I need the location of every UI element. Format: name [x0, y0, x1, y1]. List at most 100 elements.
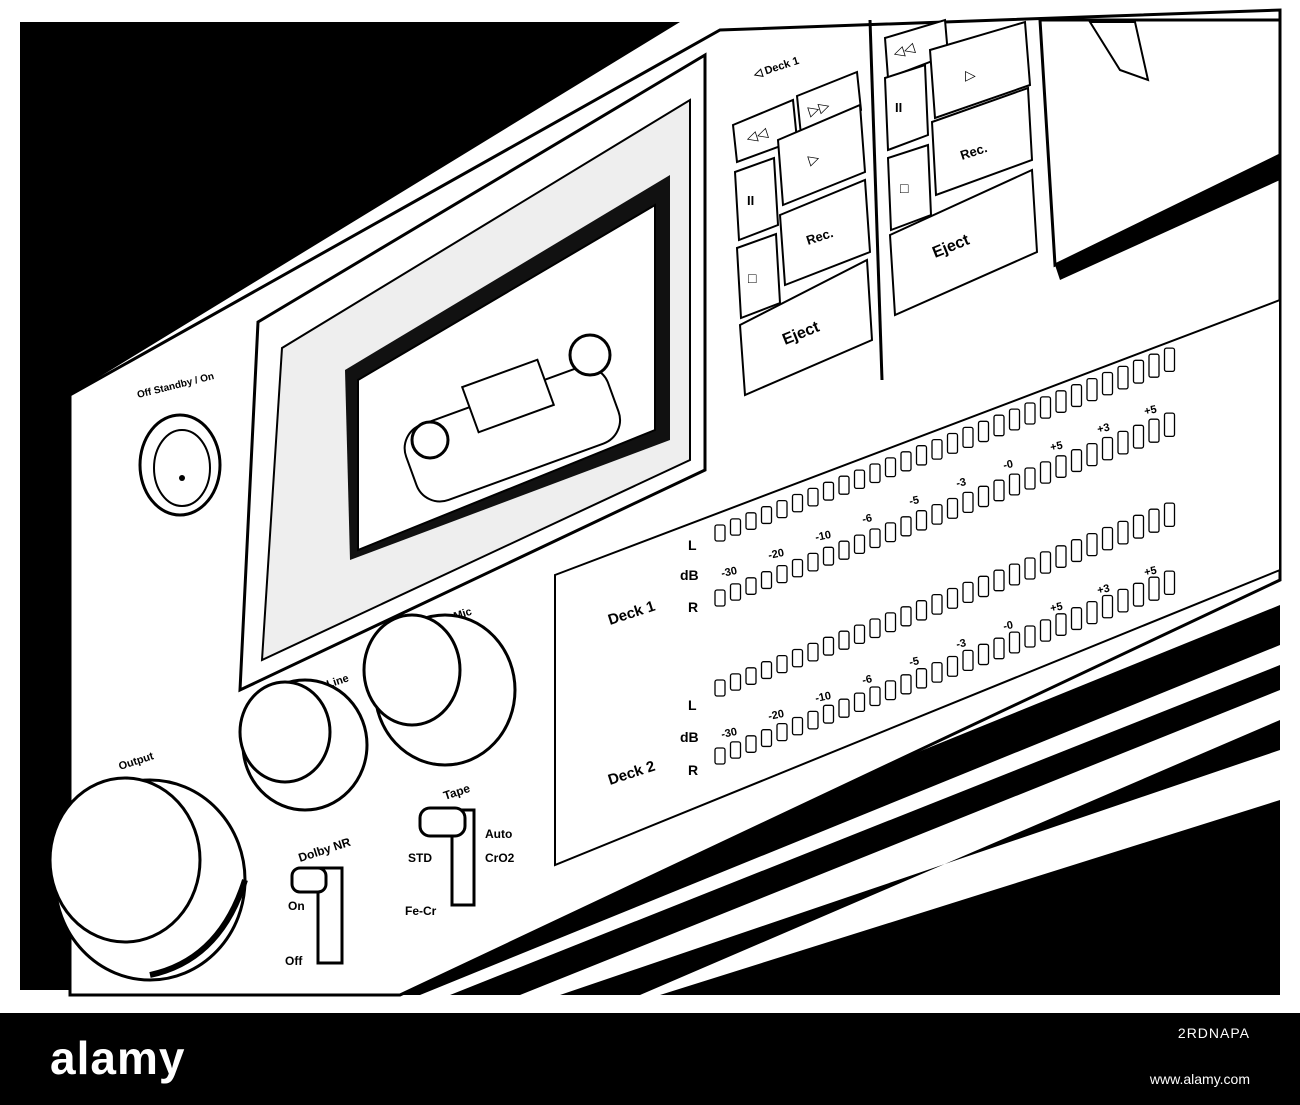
- stop-button[interactable]: □: [735, 232, 782, 320]
- fast-forward-button[interactable]: ▷▷: [795, 70, 863, 137]
- led-segment: [977, 485, 990, 508]
- led-segment: [838, 475, 850, 495]
- tape-fecr-label: Fe-Cr: [405, 904, 437, 918]
- led-segment: [1117, 520, 1129, 545]
- led-segment: [1163, 502, 1176, 528]
- led-segment: [1024, 467, 1036, 490]
- tape-std-label: STD: [408, 851, 432, 865]
- led-segment: [869, 618, 881, 639]
- rewind-button[interactable]: ◁◁: [731, 98, 799, 164]
- led-segment: [869, 463, 881, 484]
- led-segment: [946, 655, 959, 677]
- led-segment: [1070, 539, 1083, 563]
- record-button[interactable]: Rec.: [778, 178, 872, 287]
- eject-button[interactable]: Eject: [738, 258, 874, 397]
- led-segment: [977, 643, 990, 666]
- dolby-switch[interactable]: [290, 866, 344, 965]
- tape-switch[interactable]: [418, 806, 476, 907]
- led-segment: [791, 716, 804, 736]
- db-scale-tick: -30: [720, 565, 738, 580]
- led-segment: [1039, 551, 1052, 574]
- deck2-eject-button[interactable]: Eject: [888, 168, 1039, 317]
- deck2-record-button[interactable]: Rec.: [930, 86, 1034, 197]
- led-segment: [1039, 396, 1052, 419]
- power-button[interactable]: [138, 413, 222, 517]
- led-segment: [838, 698, 850, 718]
- dolby-on-label: On: [288, 899, 305, 913]
- led-segment: [915, 510, 928, 531]
- led-segment: [977, 420, 990, 443]
- led-segment: [993, 414, 1005, 437]
- deck2-db-scale: -30-20-10-6-5-3-0+5+3+5: [720, 565, 1158, 741]
- led-segment: [745, 512, 757, 530]
- led-segment: [1148, 353, 1160, 378]
- deck2-right-meter: [714, 570, 1176, 765]
- led-segment: [900, 451, 912, 472]
- led-segment: [853, 469, 866, 490]
- led-segment: [946, 497, 959, 519]
- output-knob[interactable]: [48, 776, 248, 982]
- led-segment: [714, 747, 726, 765]
- led-segment: [838, 630, 850, 650]
- led-segment: [853, 624, 866, 644]
- play-button[interactable]: ▷: [776, 103, 867, 207]
- led-segment: [1086, 600, 1098, 625]
- led-segment: [869, 686, 881, 707]
- led-segment: [776, 722, 788, 742]
- db-scale-tick: +3: [1096, 422, 1111, 436]
- line-knob[interactable]: [238, 678, 369, 812]
- led-segment: [1101, 371, 1114, 396]
- deck1-db-label: dB: [680, 567, 699, 583]
- led-segment: [1008, 408, 1021, 431]
- db-scale-tick: -3: [955, 637, 967, 651]
- dolby-off-label: Off: [285, 954, 303, 968]
- db-scale-tick: +5: [1049, 440, 1064, 454]
- led-segment: [729, 741, 742, 759]
- led-segment: [977, 575, 990, 598]
- led-segment: [807, 552, 819, 572]
- led-segment: [1132, 582, 1145, 607]
- led-segment: [1101, 526, 1114, 551]
- led-segment: [1148, 418, 1160, 443]
- led-segment: [1132, 514, 1145, 539]
- rewind-icon: ◁◁: [744, 124, 770, 146]
- db-scale-tick: -3: [955, 476, 967, 490]
- mic-knob[interactable]: [362, 613, 517, 767]
- watermark-brand: alamy: [50, 1032, 186, 1084]
- deck2-play-button[interactable]: ▷: [928, 20, 1032, 120]
- led-segment: [962, 491, 974, 514]
- pause-button[interactable]: II: [733, 156, 780, 242]
- db-scale-tick: +5: [1143, 404, 1158, 418]
- deck2-pause-icon: II: [895, 100, 902, 115]
- led-segment: [1148, 576, 1160, 601]
- led-segment: [822, 636, 835, 656]
- led-segment: [745, 667, 757, 685]
- watermark-image-id: 2RDNAPA: [1177, 1025, 1250, 1041]
- led-segment: [1024, 557, 1036, 580]
- vu-meter-panel: Deck 1 Deck 2 L dB R L dB R -30-20-10-6-…: [554, 298, 1281, 867]
- led-segment: [962, 581, 974, 604]
- stop-icon: □: [748, 270, 757, 286]
- led-segment: [1008, 473, 1021, 496]
- db-scale-tick: -0: [1002, 619, 1014, 633]
- led-segment: [915, 600, 928, 621]
- deck2-pause-button[interactable]: II: [883, 63, 930, 152]
- led-segment: [1163, 570, 1176, 595]
- led-segment: [714, 589, 726, 607]
- deck2-stop-button[interactable]: □: [886, 143, 933, 232]
- led-segment: [915, 668, 928, 689]
- pause-icon: II: [747, 193, 754, 208]
- watermark-footer: alamy 2RDNAPA www.alamy.com: [0, 1013, 1300, 1105]
- led-segment: [884, 612, 897, 633]
- db-scale-tick: -20: [767, 547, 785, 562]
- led-segment: [993, 569, 1005, 592]
- db-scale-tick: +5: [1049, 601, 1064, 615]
- led-segment: [1132, 359, 1145, 384]
- led-segment: [776, 654, 788, 674]
- led-segment: [993, 479, 1005, 502]
- deck2-rewind-icon: ◁◁: [891, 39, 917, 61]
- led-segment: [760, 506, 773, 525]
- led-segment: [1055, 390, 1067, 413]
- db-scale-tick: -6: [861, 673, 873, 687]
